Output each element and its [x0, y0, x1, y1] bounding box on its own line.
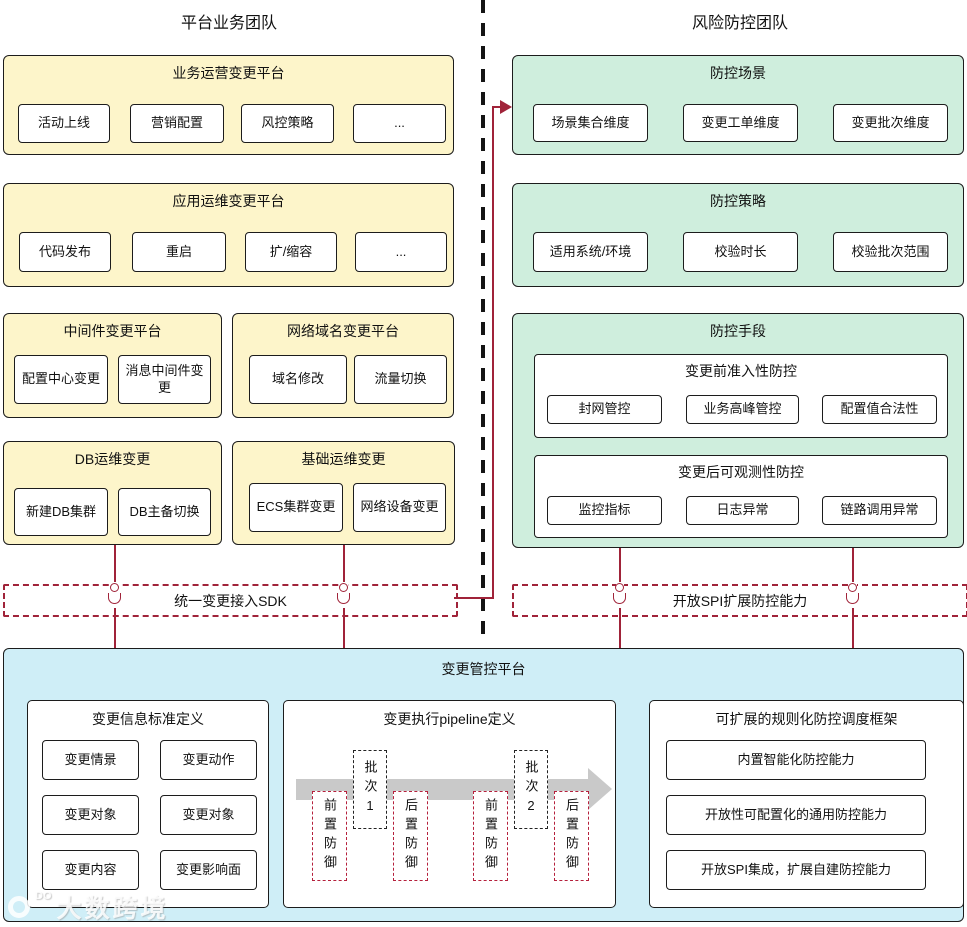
box-pipeline-definition: 变更执行pipeline定义 前置防御 批次1 后置防御 前置防御 批次2 后置… — [283, 700, 616, 908]
panel-title: 网络域名变更平台 — [287, 323, 399, 339]
item-change-object: 变更对象 — [160, 795, 257, 835]
panel-middleware-change: 中间件变更平台 配置中心变更 消息中间件变更 — [3, 313, 222, 418]
sdk-dashed-box: 统一变更接入SDK — [3, 584, 458, 617]
spi-label: 开放SPI扩展防控能力 — [672, 592, 808, 609]
panel-business-ops-change: 业务运营变更平台 活动上线 营销配置 风控策略 ... — [3, 55, 454, 155]
item-code-release: 代码发布 — [19, 232, 111, 272]
subpanel-pre-change-admission: 变更前准入性防控 封网管控 业务高峰管控 配置值合法性 — [534, 354, 948, 438]
panel-prevention-means: 防控手段 变更前准入性防控 封网管控 业务高峰管控 配置值合法性 变更后可观测性… — [512, 313, 964, 548]
subpanel-title: 变更前准入性防控 — [685, 363, 797, 379]
platform-title: 变更管控平台 — [441, 661, 526, 677]
item-network-freeze-control: 封网管控 — [547, 395, 662, 424]
subpanel-post-change-observability: 变更后可观测性防控 监控指标 日志异常 链路调用异常 — [534, 455, 948, 538]
item-validation-batch-range: 校验批次范围 — [833, 232, 948, 272]
watermark-logo-sup: DO — [35, 890, 52, 902]
box-rule-scheduling-framework: 可扩展的规则化防控调度框架 内置智能化防控能力 开放性可配置化的通用防控能力 开… — [649, 700, 964, 908]
panel-app-ops-change: 应用运维变更平台 代码发布 重启 扩/缩容 ... — [3, 183, 454, 287]
box-title: 可扩展的规则化防控调度框架 — [715, 711, 898, 727]
node-pre-defense: 前置防御 — [312, 791, 347, 881]
item-builtin-intelligent-capability: 内置智能化防控能力 — [666, 740, 926, 780]
item-change-action: 变更动作 — [160, 740, 257, 780]
item-more: ... — [355, 232, 447, 272]
node-batch-2: 批次2 — [514, 750, 548, 829]
panel-prevention-scenes: 防控场景 场景集合维度 变更工单维度 变更批次维度 — [512, 55, 964, 155]
left-team-title: 平台业务团队 — [180, 15, 277, 32]
item-business-peak-control: 业务高峰管控 — [686, 395, 799, 424]
panel-title: 应用运维变更平台 — [172, 193, 285, 209]
item-ticket-dimension: 变更工单维度 — [683, 104, 798, 142]
item-monitoring-metrics: 监控指标 — [547, 496, 662, 525]
panel-prevention-strategy: 防控策略 适用系统/环境 校验时长 校验批次范围 — [512, 183, 964, 287]
item-restart: 重启 — [132, 232, 226, 272]
box-title: 变更信息标准定义 — [92, 711, 204, 727]
sdk-label: 统一变更接入SDK — [174, 592, 287, 609]
panel-title: 中间件变更平台 — [63, 323, 162, 339]
panel-title: 防控场景 — [710, 65, 766, 81]
item-more: ... — [353, 104, 446, 143]
item-change-content: 变更内容 — [42, 850, 139, 890]
box-change-info-standard: 变更信息标准定义 变更情景 变更动作 变更对象 变更对象 变更内容 变更影响面 — [27, 700, 269, 908]
line-jump-icon — [336, 582, 352, 608]
item-network-device-change: 网络设备变更 — [353, 483, 446, 532]
item-config-center-change: 配置中心变更 — [14, 355, 108, 404]
pipeline-arrow-head-icon — [588, 768, 612, 810]
item-new-db-cluster: 新建DB集群 — [14, 488, 108, 536]
panel-network-domain-change: 网络域名变更平台 域名修改 流量切换 — [232, 313, 454, 418]
item-log-anomaly: 日志异常 — [686, 496, 799, 525]
arrow-segment — [492, 106, 494, 599]
item-open-spi-integration: 开放SPI集成，扩展自建防控能力 — [666, 850, 926, 890]
item-trace-call-anomaly: 链路调用异常 — [822, 496, 937, 525]
item-traffic-switch: 流量切换 — [354, 355, 447, 404]
arrow-head-icon — [500, 100, 512, 114]
item-activity-launch: 活动上线 — [18, 104, 110, 143]
watermark-text: 大数跨境 — [56, 895, 169, 923]
item-batch-dimension: 变更批次维度 — [833, 104, 948, 142]
panel-title: 防控手段 — [710, 323, 766, 339]
item-change-impact: 变更影响面 — [160, 850, 257, 890]
line-jump-icon — [612, 582, 628, 608]
right-team-title: 风险防控团队 — [691, 15, 788, 32]
panel-db-ops-change: DB运维变更 新建DB集群 DB主备切换 — [3, 441, 222, 545]
node-pre-defense: 前置防御 — [473, 791, 508, 881]
node-post-defense: 后置防御 — [393, 791, 428, 881]
line-jump-icon — [107, 582, 123, 608]
arrow-segment — [454, 597, 493, 599]
watermark-logo-icon — [8, 896, 30, 918]
item-change-scenario: 变更情景 — [42, 740, 139, 780]
arrow-segment — [492, 106, 502, 108]
item-change-object: 变更对象 — [42, 795, 139, 835]
subpanel-title: 变更后可观测性防控 — [678, 464, 804, 480]
item-validation-duration: 校验时长 — [683, 232, 798, 272]
item-applicable-system-env: 适用系统/环境 — [533, 232, 648, 272]
watermark: DO 大数跨境 — [8, 889, 169, 925]
item-db-failover: DB主备切换 — [118, 488, 211, 536]
panel-title: DB运维变更 — [74, 451, 151, 467]
panel-title: 业务运营变更平台 — [172, 65, 285, 81]
item-config-value-validity: 配置值合法性 — [822, 395, 937, 424]
panel-title: 基础运维变更 — [301, 451, 386, 467]
line-jump-icon — [845, 582, 861, 608]
panel-infra-ops-change: 基础运维变更 ECS集群变更 网络设备变更 — [232, 441, 455, 545]
item-scene-set-dimension: 场景集合维度 — [533, 104, 648, 142]
item-ecs-cluster-change: ECS集群变更 — [249, 483, 343, 532]
item-marketing-config: 营销配置 — [130, 104, 224, 143]
item-mq-change: 消息中间件变更 — [118, 355, 211, 404]
panel-title: 防控策略 — [710, 193, 766, 209]
item-domain-modify: 域名修改 — [249, 355, 347, 404]
box-title: 变更执行pipeline定义 — [383, 711, 516, 727]
item-open-configurable-capability: 开放性可配置化的通用防控能力 — [666, 795, 926, 835]
spi-dashed-box: 开放SPI扩展防控能力 — [512, 584, 967, 617]
item-risk-strategy: 风控策略 — [241, 104, 334, 143]
node-batch-1: 批次1 — [353, 750, 387, 829]
team-divider-line — [481, 0, 485, 642]
node-post-defense: 后置防御 — [554, 791, 589, 881]
item-scale: 扩/缩容 — [245, 232, 337, 272]
